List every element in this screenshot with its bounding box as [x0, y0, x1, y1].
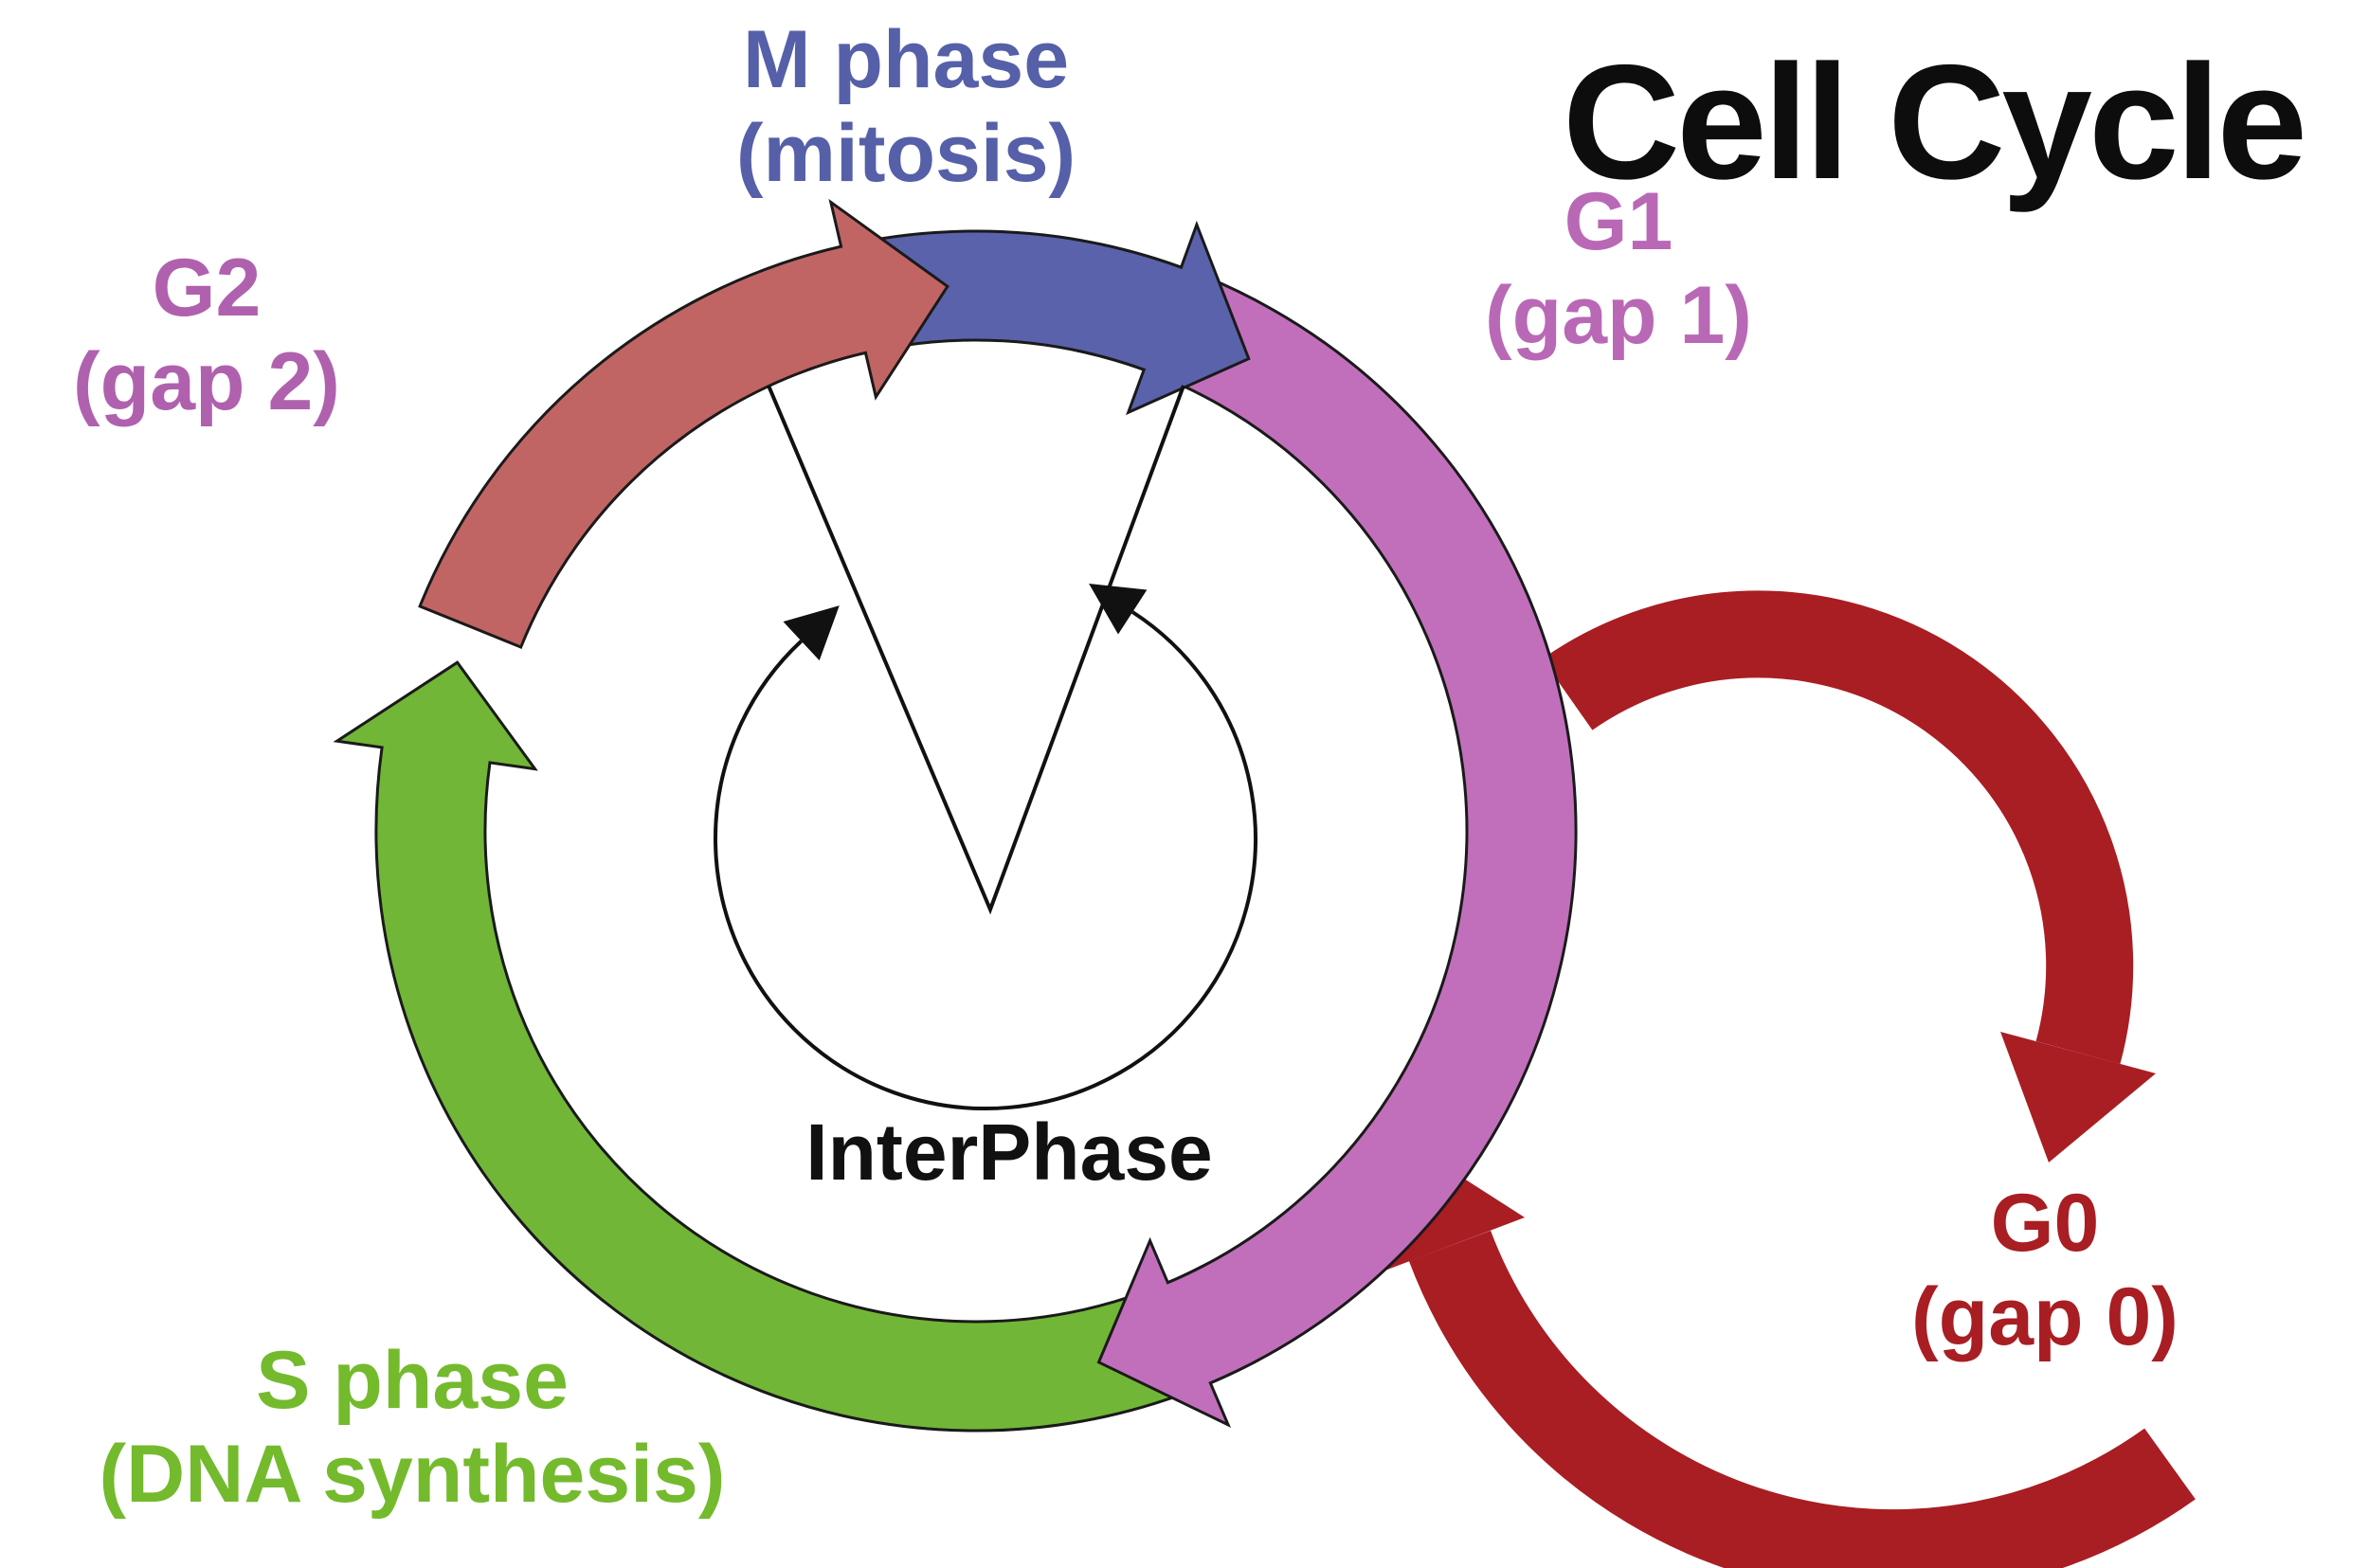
g0-label: G0 (gap 0)	[1911, 1177, 2179, 1364]
interphase-circle-arrowhead-left	[783, 605, 840, 661]
g1-label: G1 (gap 1)	[1485, 175, 1752, 363]
g2-label: G2 (gap 2)	[73, 242, 340, 429]
g0-sub: (gap 0)	[1911, 1271, 2179, 1362]
s-phase-name: S phase	[256, 1335, 569, 1426]
g0-return-arrow-shaft	[1408, 1230, 2196, 1568]
g2-name: G2	[152, 243, 262, 333]
g0-exit-arrowhead	[2000, 1032, 2156, 1162]
s-phase-label: S phase (DNA synthesis)	[99, 1334, 725, 1522]
m-phase-wedge-lines	[767, 385, 1185, 915]
s-phase-sub: (DNA synthesis)	[99, 1428, 726, 1520]
interphase-circle-arc	[714, 610, 1257, 1110]
g2-sub: (gap 2)	[73, 335, 340, 427]
g1-name: G1	[1564, 176, 1673, 267]
g2-arc	[418, 198, 949, 649]
interphase-cycle-circle	[714, 584, 1257, 1110]
diagram-title: Cell Cycle	[1562, 31, 2307, 213]
g1-arc	[1076, 243, 1578, 1428]
g0-exit-arrow	[1542, 590, 2156, 1162]
m-phase-label: M phase (mitosis)	[736, 13, 1076, 201]
m-phase-sub: (mitosis)	[735, 107, 1076, 199]
interphase-circle-arrowhead-right	[1089, 584, 1148, 635]
g0-name: G0	[1990, 1178, 2100, 1269]
g0-exit-arrow-shaft	[1542, 590, 2134, 1064]
g1-sub: (gap 1)	[1485, 269, 1752, 361]
m-phase-name: M phase	[742, 14, 1070, 105]
interphase-label: InterPhase	[805, 1108, 1213, 1197]
s-phase-arc	[333, 660, 1260, 1433]
